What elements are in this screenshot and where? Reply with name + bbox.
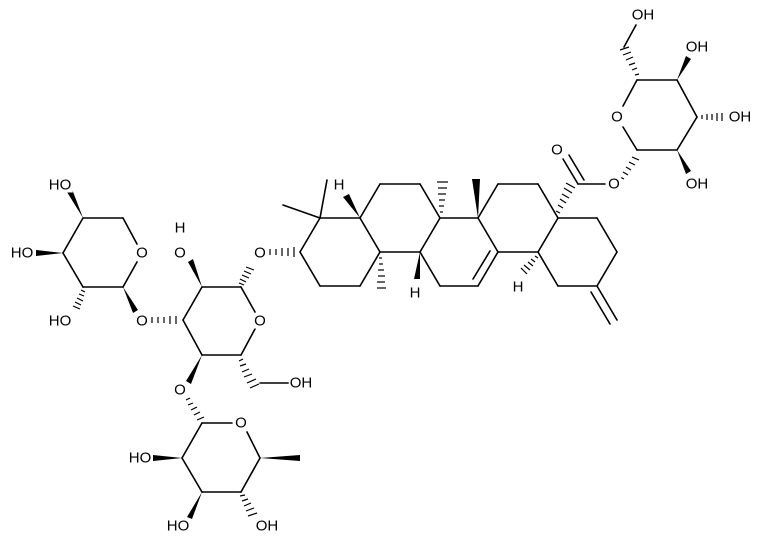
glucose-glycosidic-oxygen: O bbox=[253, 244, 267, 262]
h18-label: H bbox=[511, 278, 525, 296]
xylose-oh4-label: HO bbox=[47, 176, 73, 194]
h5-label: H bbox=[332, 176, 346, 194]
glucose-ring bbox=[151, 259, 291, 389]
glucose-o4-oxygen: O bbox=[173, 381, 187, 399]
rhamnose-ring-oxygen: O bbox=[234, 414, 248, 432]
rhamnose-oh4-label: OH bbox=[254, 517, 280, 535]
xylose-oh2-label: HO bbox=[47, 312, 73, 330]
carbonyl-oxygen: O bbox=[550, 141, 564, 159]
glucose-oh2-oxygen: O bbox=[173, 244, 187, 262]
aglycone-skeleton bbox=[269, 154, 618, 325]
xylose-glycosidic-oxygen: O bbox=[135, 312, 149, 330]
ester-glucose-ring-oxygen: O bbox=[610, 108, 624, 126]
xylose-ring bbox=[36, 189, 138, 313]
rhamnose-oh2-label: HO bbox=[127, 449, 153, 467]
ester-glucose-ring bbox=[619, 24, 723, 180]
glucose-oh6-label: OH bbox=[288, 374, 314, 392]
h9-label: H bbox=[408, 284, 422, 302]
glucose-oh2-hydrogen: H bbox=[173, 219, 187, 237]
ester-oxygen: O bbox=[607, 175, 621, 193]
rhamnose-oh3-label: HO bbox=[165, 517, 191, 535]
ester-glucose-oh2-label: OH bbox=[684, 175, 710, 193]
rhamnose-ring bbox=[153, 397, 300, 519]
xylose-ring-oxygen: O bbox=[135, 244, 149, 262]
glucose-ring-oxygen: O bbox=[253, 312, 267, 330]
ester-glucose-oh3-label: OH bbox=[727, 108, 753, 126]
ester-glucose-oh4-label: OH bbox=[684, 38, 710, 56]
xylose-oh3-label: HO bbox=[9, 244, 35, 262]
ester-glucose-oh6-label: OH bbox=[630, 6, 656, 24]
